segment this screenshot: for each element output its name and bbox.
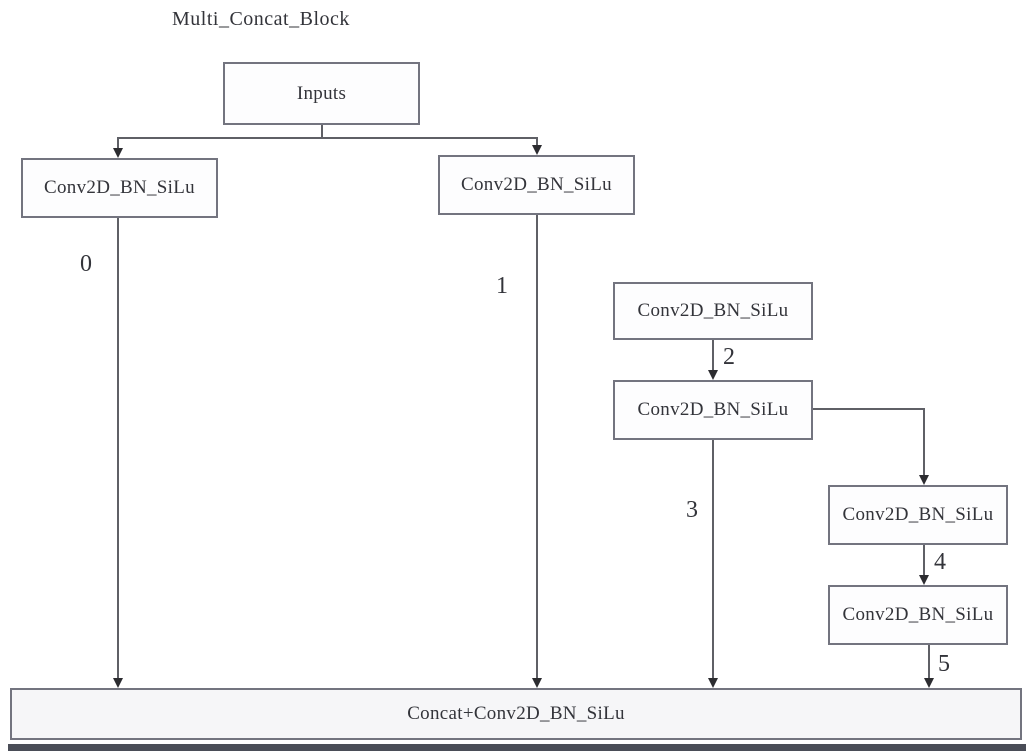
edge-line-to-conv-mid [536,137,538,146]
edge-line-branch-horizontal [117,137,538,139]
edge-line-0 [117,218,119,678]
edge-line-r2-down-right [923,408,925,476]
node-conv-right-3: Conv2D_BN_SiLu [828,485,1008,545]
node-concat-label: Concat+Conv2D_BN_SiLu [407,703,625,724]
arrowhead-edge-1-icon [532,678,542,688]
edge-label-1: 1 [496,273,508,299]
node-conv-right-1-label: Conv2D_BN_SiLu [637,300,789,321]
edge-line-5 [928,645,930,678]
edge-line-4 [923,545,925,576]
node-conv-mid-label: Conv2D_BN_SiLu [461,174,612,195]
diagram-title: Multi_Concat_Block [172,8,350,30]
edge-label-5: 5 [938,651,950,677]
arrowhead-edge-3-icon [708,678,718,688]
edge-label-4: 4 [934,549,946,575]
arrowhead-into-conv-right-3-icon [919,475,929,485]
arrowhead-into-conv-left-icon [113,148,123,158]
arrowhead-into-conv-mid-icon [532,145,542,155]
node-conv-mid: Conv2D_BN_SiLu [438,155,635,215]
edge-label-0: 0 [80,251,92,277]
node-conv-right-4-label: Conv2D_BN_SiLu [842,604,994,625]
edge-line-r2-right [813,408,925,410]
arrowhead-edge-5-icon [924,678,934,688]
edge-line-2 [712,340,714,371]
node-concat: Concat+Conv2D_BN_SiLu [10,688,1022,740]
arrowhead-edge-4-icon [919,575,929,585]
bottom-shadow-bar [8,744,1026,751]
edge-line-inputs-down [321,125,323,138]
edge-label-3: 3 [686,497,698,523]
edge-line-to-conv-left [117,137,119,149]
node-inputs-label: Inputs [296,82,347,104]
edge-line-3 [712,440,714,678]
arrowhead-edge-2-icon [708,370,718,380]
node-conv-left-label: Conv2D_BN_SiLu [44,177,195,198]
arrowhead-edge-0-icon [113,678,123,688]
node-conv-right-2: Conv2D_BN_SiLu [613,380,813,440]
node-conv-right-1: Conv2D_BN_SiLu [613,282,813,340]
node-conv-right-3-label: Conv2D_BN_SiLu [842,504,994,525]
node-conv-right-4: Conv2D_BN_SiLu [828,585,1008,645]
node-conv-left: Conv2D_BN_SiLu [21,158,218,218]
node-inputs: Inputs [223,62,420,125]
node-conv-right-2-label: Conv2D_BN_SiLu [637,399,789,420]
edge-line-1 [536,215,538,678]
edge-label-2: 2 [723,344,735,370]
